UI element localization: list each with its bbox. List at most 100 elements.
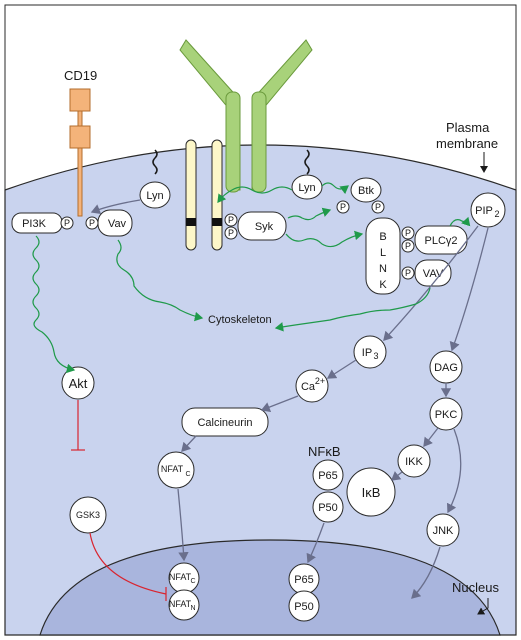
plcg2-p-2 <box>401 239 415 253</box>
ca-label: Ca <box>301 381 316 393</box>
nucleus-label: Nucleus <box>452 580 499 595</box>
p50-nuc-label: P50 <box>294 601 314 613</box>
calcineurin-label: Calcineurin <box>197 417 252 429</box>
bcr-antibody <box>179 39 313 193</box>
wavy-lyn-btk <box>321 182 349 195</box>
blnk-node <box>365 217 401 295</box>
dag-label: DAG <box>434 362 458 374</box>
cytoskeleton-label: Cytoskeleton <box>208 314 272 326</box>
ikb-label: IκB <box>362 485 381 500</box>
ca-node <box>295 369 329 403</box>
lyn-right-node <box>291 174 323 200</box>
syk-phospho-1: P <box>228 215 234 225</box>
nfatc-nuc-label: NFAT <box>169 572 192 582</box>
arrow-ip3-ca <box>326 359 357 379</box>
calcineurin-node <box>181 407 269 437</box>
gsk3-label: GSK3 <box>76 510 100 520</box>
arrow-pip2-dag <box>449 227 489 352</box>
cd19-receptor <box>69 88 91 217</box>
nfatc-cyto-sub: C <box>185 471 190 478</box>
akt-label: Akt <box>69 376 88 391</box>
nucleus-region <box>39 539 501 636</box>
nfatc-nuc-sub: C <box>190 578 195 585</box>
wavy-pi3k-akt <box>32 235 76 374</box>
plcg2-p-2-label: P <box>405 241 411 251</box>
nfatc-cyto-label: NFAT <box>161 464 184 474</box>
arrow-ikk-ikb <box>390 471 403 481</box>
p50-cyto-node <box>312 491 344 523</box>
vav-right-p-label: P <box>405 268 411 278</box>
wavy-syk-btk <box>287 207 332 221</box>
nucleus-pointer <box>477 598 489 615</box>
arrow-calcineurin-nfatc <box>181 435 197 452</box>
plasma-membrane-label-2: membrane <box>436 136 498 151</box>
blnk-k: K <box>379 279 387 291</box>
blnk-n: N <box>379 263 387 275</box>
jnk-node <box>426 513 460 547</box>
wavy-vav-right-cytoskeleton <box>274 287 431 332</box>
pip2-subscript: 2 <box>494 209 499 219</box>
arrow-pkc-jnk <box>447 428 462 514</box>
ikk-node <box>397 444 431 478</box>
wavy-vav-cytoskeleton <box>116 239 204 322</box>
syk-complex <box>224 211 287 241</box>
nfatn-nuc-label: NFAT <box>169 599 192 609</box>
p65-cyto-node <box>312 459 344 491</box>
ip3-label: IP <box>362 347 372 359</box>
ip3-node <box>353 335 387 369</box>
lyn-right-anchor <box>304 149 310 175</box>
p50-cyto-label: P50 <box>318 502 338 514</box>
btk-label: Btk <box>358 185 374 197</box>
plcg2-p-1 <box>401 226 415 240</box>
plcg2-p-1-label: P <box>405 228 411 238</box>
lyn-right-label: Lyn <box>298 182 315 194</box>
btk-p-right <box>371 200 385 214</box>
pi3k-phospho: P <box>64 218 70 228</box>
wavy-plcg2-pip2 <box>449 216 471 227</box>
vav-right-p <box>401 266 415 280</box>
p50-nuc-node <box>288 590 320 622</box>
wavy-lyn-syk <box>217 186 293 203</box>
akt-node <box>61 366 95 400</box>
ip3-subscript: 3 <box>373 351 378 361</box>
nfkb-label: NFκB <box>308 444 341 459</box>
arrow-nfkb-nucleus <box>306 522 325 564</box>
blnk-l: L <box>380 247 386 259</box>
vav-left-phospho: P <box>89 218 95 228</box>
pip2-node <box>470 192 506 228</box>
wavy-syk-blnk <box>285 230 364 248</box>
nfatn-nuc-sub: N <box>190 605 195 612</box>
pkc-node <box>429 397 463 431</box>
btk-p-left <box>336 200 350 214</box>
pi3k-label: PI3K <box>22 218 47 230</box>
arrow-nfatc-nucleus <box>177 488 189 562</box>
gsk3-node <box>69 496 107 534</box>
ca-superscript: 2+ <box>315 376 325 386</box>
nfatn-nuc-node <box>168 589 200 621</box>
ikb-node <box>346 467 396 517</box>
blnk-b: B <box>379 231 386 243</box>
syk-label: Syk <box>255 221 274 233</box>
btk-p-left-label: P <box>340 202 346 212</box>
nfatc-cyto-node <box>157 451 195 489</box>
p65-nuc-label: P65 <box>294 574 314 586</box>
plasma-membrane-label-1: Plasma <box>446 120 490 135</box>
inhibit-gsk3-nfat <box>89 532 167 595</box>
pip2-label: PIP <box>475 205 493 217</box>
p65-cyto-label: P65 <box>318 470 338 482</box>
plcg2-label: PLCγ2 <box>424 235 457 247</box>
btk-node <box>350 177 382 203</box>
lyn-left-anchor <box>152 149 158 175</box>
pkc-label: PKC <box>435 409 458 421</box>
vav-left-label: Vav <box>108 218 127 230</box>
vav-right-node <box>414 259 452 287</box>
lyn-to-cd19-arrow <box>90 199 141 215</box>
lyn-left-label: Lyn <box>146 190 163 202</box>
arrow-ca-calcineurin <box>260 395 299 413</box>
btk-p-right-label: P <box>375 202 381 212</box>
cd19-label: CD19 <box>64 68 97 83</box>
arrow-pkc-ikk <box>423 427 439 448</box>
arrow-jnk-nucleus <box>411 546 441 599</box>
jnk-label: JNK <box>433 525 454 537</box>
